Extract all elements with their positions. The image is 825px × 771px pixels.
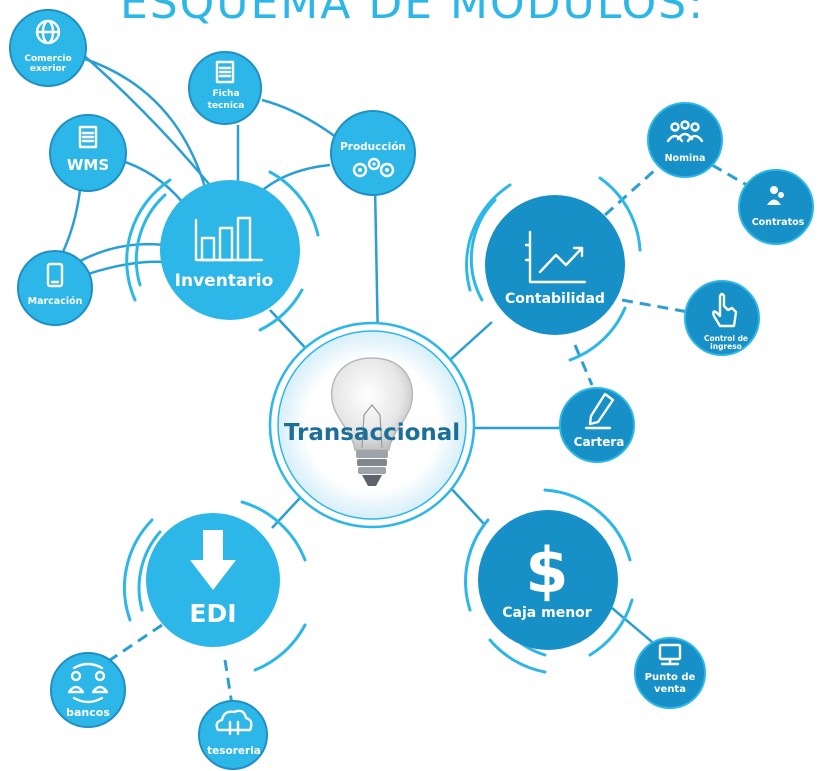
connector-center-contabilidad [449,321,493,361]
document-icon [215,60,235,84]
globe-icon [35,19,61,45]
edi-node[interactable]: EDI [146,513,280,647]
punto-label-1: Punto de [645,672,696,683]
gears-icon [352,157,395,178]
punto-node[interactable]: Punto de venta [634,637,706,709]
connectors-dashed [109,163,753,706]
ficha-node[interactable]: Ficha tecnica [188,51,262,125]
people-icon [767,186,784,205]
connector-contabilidad-control [621,298,689,314]
connector-contabilidad-nomina [603,168,657,217]
edi-label: EDI [189,599,236,628]
comercio-node[interactable]: Comercio exerior [9,9,87,87]
wms-label: WMS [67,156,109,174]
bancos-label: bancos [66,706,110,719]
orbit-arcs [122,170,642,674]
inventario-label: Inventario [175,271,274,291]
bar-chart-icon [194,216,264,262]
connector-nomina-contratos [711,163,753,190]
connector-marcacion-inventario [77,242,166,264]
pencil-icon [584,392,615,430]
phone-icon [46,262,64,288]
connector-center-produccion [373,184,380,346]
wms-node[interactable]: WMS [49,114,127,192]
hand-pointer-icon [712,292,738,328]
cartera-label: Cartera [574,435,625,449]
punto-label-2: venta [654,684,686,695]
comercio-label-1: Comercio [24,54,71,64]
cartera-node[interactable]: Cartera [559,387,635,463]
inventario-node[interactable]: Inventario [160,180,300,320]
produccion-label: Producción [340,141,406,153]
marcacion-node[interactable]: Marcación [17,250,93,326]
tesoreria-node[interactable]: tesoreria [198,700,268,770]
ficha-label-1: Ficha [212,89,239,99]
produccion-node[interactable]: Producción [330,110,416,196]
connector-center-caja [447,484,486,526]
exchange-people-icon [67,662,109,704]
control-label-2: ingreso [710,342,742,351]
center-node[interactable]: Transaccional [268,321,476,529]
marcacion-label: Marcación [28,296,83,307]
contratos-node[interactable]: Contratos [738,169,814,245]
connector-edi-tesoreria [223,659,234,706]
people-group-icon [666,120,704,143]
lightbulb-icon [330,357,414,486]
contratos-label: Contratos [752,217,805,228]
line-chart-icon [524,230,587,284]
connector-contabilidad-cartera [573,344,594,386]
connector-marcacion-inventario-2 [84,260,166,277]
computer-icon [658,643,682,666]
center-label: Transaccional [284,420,460,446]
nomina-node[interactable]: Nomina [647,102,723,178]
connector-edi-bancos [109,623,163,662]
document-icon [78,125,98,149]
control-label-1: Control de [704,334,748,343]
caja-label: Caja menor [502,605,592,621]
cloud-sync-icon [215,709,253,736]
contabilidad-node[interactable]: Contabilidad [485,195,625,335]
contabilidad-label: Contabilidad [505,291,605,307]
download-arrow-icon [190,530,236,590]
nomina-label: Nomina [665,153,706,164]
caja-node[interactable]: $ Caja menor [478,510,618,650]
control-node[interactable]: Control de ingreso [684,280,760,356]
bancos-node[interactable]: bancos [50,652,126,728]
comercio-label-2: exerior [30,64,67,74]
page-title: ESQUEMA DE MODULOS: [119,0,706,29]
connector-ficha-produccion [261,98,341,142]
tesoreria-label: tesoreria [207,745,261,757]
ficha-label-2: tecnica [208,101,245,111]
connector-caja-punto [611,607,659,648]
dollar-icon: $ [525,534,568,607]
